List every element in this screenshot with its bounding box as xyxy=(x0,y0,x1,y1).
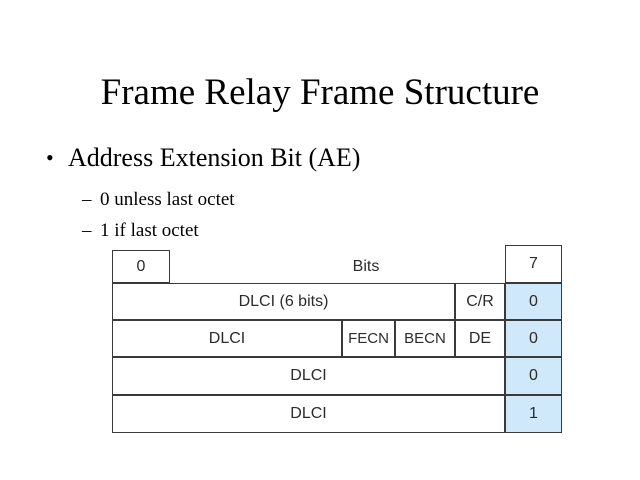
table-cell-cr: C/R xyxy=(455,283,505,320)
bullet-marker-dot: • xyxy=(46,145,54,170)
bullet-level2-item-0: – 0 unless last octet xyxy=(82,188,582,212)
bullet-level1-label: Address Extension Bit (AE) xyxy=(68,143,361,172)
bit-index-low-cell: 0 xyxy=(112,250,170,283)
table-cell-ae-bit-row3: 0 xyxy=(505,357,562,395)
bullet-marker-dash: – xyxy=(82,189,92,210)
bullet-level2-label: 0 unless last octet xyxy=(100,189,235,210)
bits-axis-label: Bits xyxy=(352,257,380,275)
bullet-level2-item-1: – 1 if last octet xyxy=(82,219,582,243)
bullet-level1: • Address Extension Bit (AE) xyxy=(46,142,606,174)
bit-index-high-cell: 7 xyxy=(505,245,562,283)
table-cell-dlci-row2: DLCI xyxy=(112,320,342,357)
table-cell-ae-bit-row2: 0 xyxy=(505,320,562,357)
page-title: Frame Relay Frame Structure xyxy=(100,72,540,113)
table-cell-dlci-row3: DLCI xyxy=(112,357,505,395)
table-cell-ae-bit-row4: 1 xyxy=(505,395,562,433)
table-cell-fecn: FECN xyxy=(342,320,395,357)
frame-structure-table: 0 Bits 7 DLCI (6 bits) C/R 0 DLCI FECN B… xyxy=(112,245,562,435)
table-cell-dlci-6-bits: DLCI (6 bits) xyxy=(112,283,455,320)
bullet-level2-label: 1 if last octet xyxy=(100,220,199,241)
table-cell-becn: BECN xyxy=(395,320,455,357)
table-cell-ae-bit-row1: 0 xyxy=(505,283,562,320)
table-cell-de: DE xyxy=(455,320,505,357)
bullet-marker-dash: – xyxy=(82,220,92,241)
table-cell-dlci-row4: DLCI xyxy=(112,395,505,433)
